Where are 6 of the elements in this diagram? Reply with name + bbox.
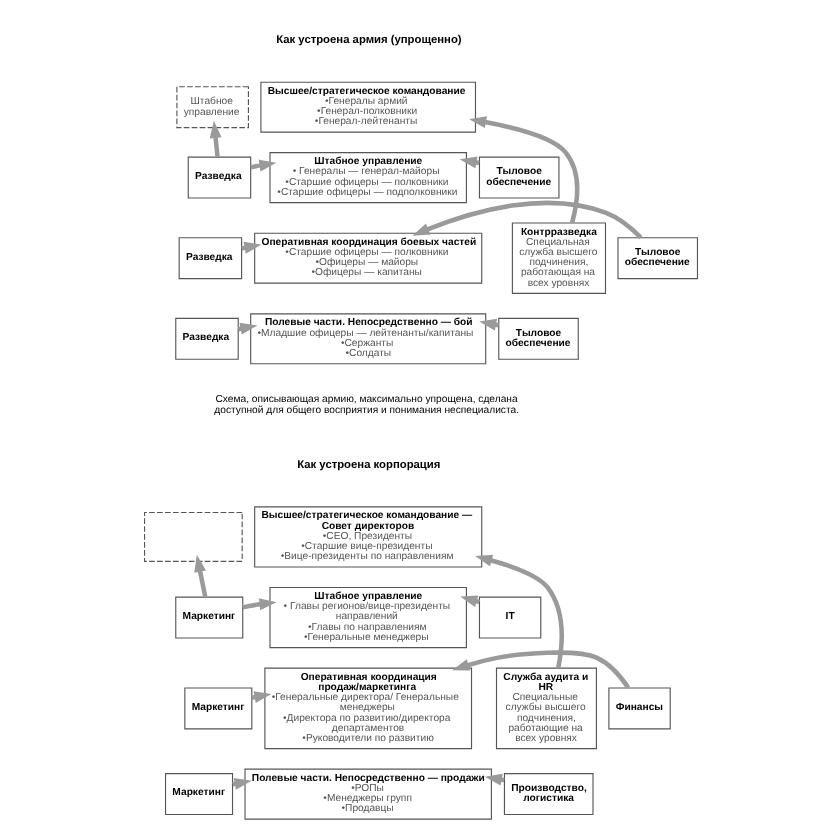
- arrow: [451, 650, 630, 690]
- arrow: [411, 200, 642, 240]
- arrow: [193, 554, 207, 598]
- arrow: [208, 120, 221, 158]
- arrow: [241, 598, 276, 611]
- node-box: [142, 511, 242, 562]
